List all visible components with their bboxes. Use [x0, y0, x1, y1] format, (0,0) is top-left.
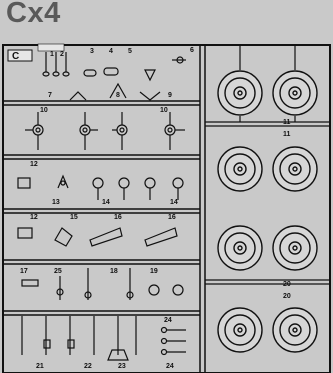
part-label-17: 17 — [20, 268, 28, 275]
part-row-21-24 — [21, 316, 186, 361]
part-label-11b: 11 — [283, 131, 291, 138]
part-label-4: 4 — [109, 48, 113, 55]
wheel-7 — [217, 307, 263, 353]
part-label-3: 3 — [90, 48, 94, 55]
part-label-10a: 10 — [40, 107, 48, 114]
part-row-12-16 — [17, 227, 178, 247]
page-title: Cx4 — [6, 0, 61, 29]
wheel-1 — [217, 70, 263, 116]
part-label-7: 7 — [48, 92, 52, 99]
wheel-3 — [217, 146, 263, 192]
part-label-24a: 24 — [164, 317, 172, 324]
part-label-8: 8 — [116, 92, 120, 99]
part-label-19: 19 — [150, 268, 158, 275]
part-label-14b: 14 — [170, 199, 178, 206]
part-row-12-14 — [17, 174, 184, 200]
part-label-9: 9 — [168, 92, 172, 99]
part-label-20b: 20 — [283, 293, 291, 300]
part-label-25: 25 — [54, 268, 62, 275]
part-label-24b: 24 — [166, 363, 174, 370]
wheel-runners — [205, 45, 330, 285]
part-label-10b: 10 — [160, 107, 168, 114]
part-row-17-19 — [21, 268, 184, 300]
part-label-2: 2 — [60, 51, 64, 58]
sprue-label: C — [12, 51, 19, 62]
horizontal-runners — [3, 100, 200, 316]
part-label-22: 22 — [84, 363, 92, 370]
wheel-8 — [272, 307, 318, 353]
part-label-15: 15 — [70, 214, 78, 221]
sprue-label-box — [7, 49, 33, 62]
part-label-13: 13 — [52, 199, 60, 206]
part-label-16a: 16 — [114, 214, 122, 221]
wheel-2 — [272, 70, 318, 116]
top-parts — [42, 52, 186, 101]
part-label-16b: 16 — [168, 214, 176, 221]
wheel-6 — [272, 225, 318, 271]
part-label-5: 5 — [128, 48, 132, 55]
part-label-12a: 12 — [30, 161, 38, 168]
part-label-12b: 12 — [30, 214, 38, 221]
wheel-4 — [272, 146, 318, 192]
part-label-23: 23 — [118, 363, 126, 370]
part-label-14a: 14 — [102, 199, 110, 206]
wheel-5 — [217, 225, 263, 271]
part-label-18: 18 — [110, 268, 118, 275]
part-label-6: 6 — [190, 47, 194, 54]
part-row-10 — [25, 112, 185, 150]
part-label-21: 21 — [36, 363, 44, 370]
part-label-1: 1 — [50, 51, 54, 58]
top-label-box — [37, 43, 65, 52]
